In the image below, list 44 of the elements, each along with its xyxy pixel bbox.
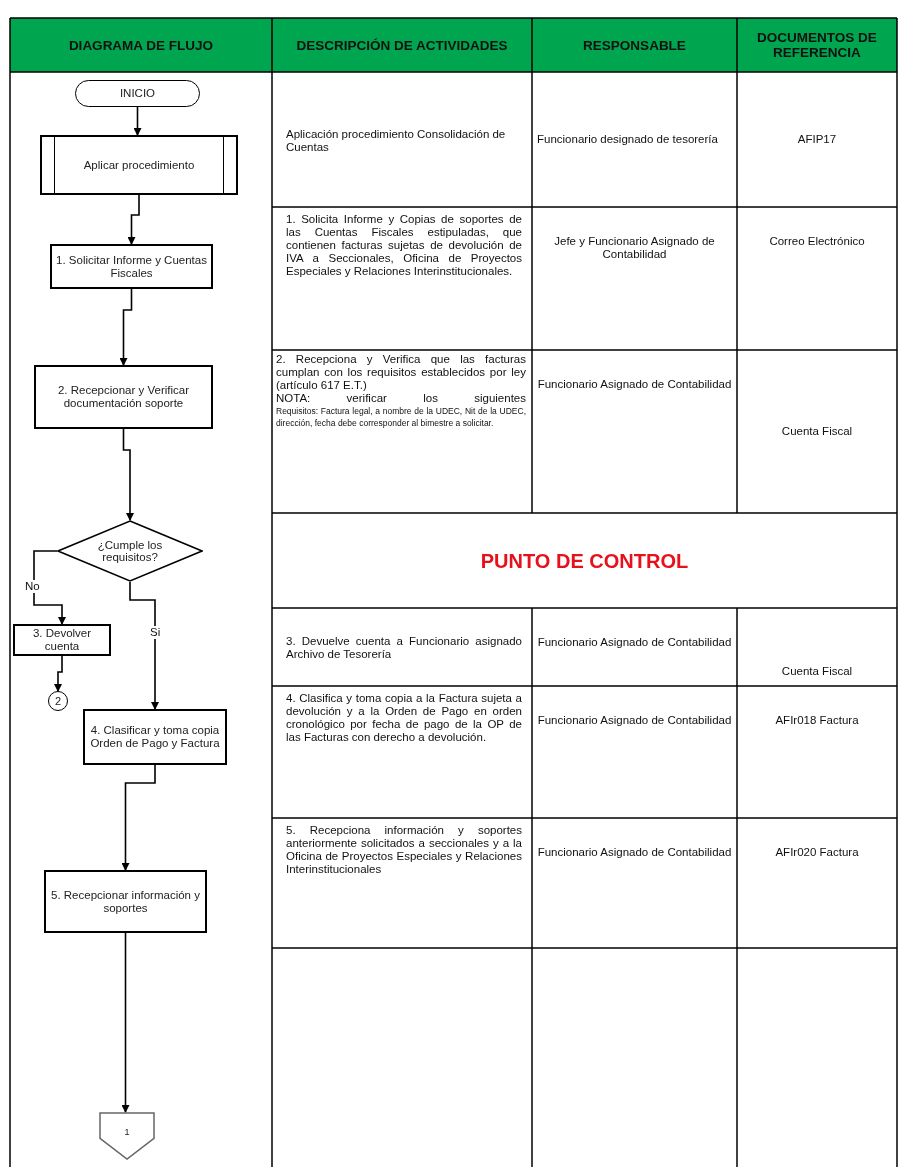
process-box: 2. Recepcionar y Verificar documentación soporte — [34, 365, 213, 429]
activity-description: 1. Solicita Informe y Copias de soportes de las Cuentas Fiscales estipuladas, que contienen facturas sujetas de devolución de IVA a Seccionales, Oficina de Proyectos Especiales y Relaciones Interinstitucionales. — [286, 213, 522, 278]
reference-document: AFIr018 Factura — [774, 714, 860, 727]
reference-document: AFIP17 — [796, 133, 838, 146]
responsible-text: Jefe y Funcionario Asignado de Contabilidad — [553, 235, 716, 261]
process-box: 4. Clasificar y toma copia Orden de Pago y Factura — [83, 709, 227, 765]
arrow — [121, 932, 130, 1113]
activity-description: 3. Devuelve cuenta a Funcionario asignado Archivo de Tesorería — [286, 635, 522, 661]
arrow — [33, 550, 66, 625]
responsible-text: Funcionario Asignado de Contabilidad — [537, 846, 732, 859]
responsible-text: Funcionario designado de tesorería — [537, 133, 719, 146]
column-header: DIAGRAMA DE FLUJO — [67, 37, 215, 53]
edge-label: Si — [149, 626, 162, 639]
activity-description: Requisitos: Factura legal, a nombre de la UDEC, Nit de la UDEC, dirección, fecha debe corresponder al bimestre a solicitar. — [276, 405, 526, 429]
responsible-text: Funcionario Asignado de Contabilidad — [537, 378, 732, 391]
off-page-connector: 1 — [99, 1112, 155, 1160]
activity-description: Aplicación procedimiento Consolidación de Cuentas — [286, 127, 507, 154]
column-header: RESPONSABLE — [582, 37, 687, 53]
activity-description: 4. Clasifica y toma copia a la Factura sujeta a devolución y a la Orden de Pago en orden cronológico por fecha de pago de la OP de las Facturas con derecho a devolución. — [286, 692, 522, 744]
decision-diamond: ¿Cumple los requisitos? — [57, 520, 203, 582]
control-point-heading: PUNTO DE CONTROL — [479, 548, 690, 573]
column-header: DESCRIPCIÓN DE ACTIVIDADES — [295, 37, 509, 53]
arrow — [119, 288, 133, 366]
reference-document: Cuenta Fiscal — [780, 425, 854, 438]
predefined-process-box: Aplicar procedimiento — [40, 135, 238, 195]
arrow — [133, 106, 142, 136]
reference-document: Correo Electrónico — [768, 235, 866, 248]
column-header: DOCUMENTOS DE REFERENCIA — [756, 30, 878, 60]
activity-description: 5. Recepciona información y soportes anteriormente solicitados a seccionales y a la Oficina de Proyectos Especiales y Relaciones Interinstitucionales — [286, 824, 522, 876]
responsible-text: Funcionario Asignado de Contabilidad — [537, 714, 732, 727]
arrow — [121, 764, 156, 871]
responsible-text: Funcionario Asignado de Contabilidad — [537, 636, 732, 649]
process-box: 5. Recepcionar información y soportes — [44, 870, 207, 933]
process-box: 1. Solicitar Informe y Cuentas Fiscales — [50, 244, 213, 289]
arrow — [122, 428, 134, 521]
arrow — [127, 194, 140, 245]
edge-label: No — [24, 580, 41, 593]
process-box: 3. Devolver cuenta — [13, 624, 111, 656]
activity-description: NOTA: verificar los siguientes — [276, 392, 526, 405]
activity-description: 2. Recepciona y Verifica que las facturas cumplan con los requisitos establecidos por ley (artículo 617 E.T.) — [276, 353, 526, 392]
arrow — [129, 581, 159, 710]
reference-document: Cuenta Fiscal — [780, 665, 854, 678]
arrow — [54, 655, 63, 692]
reference-document: AFIr020 Factura — [774, 846, 860, 859]
